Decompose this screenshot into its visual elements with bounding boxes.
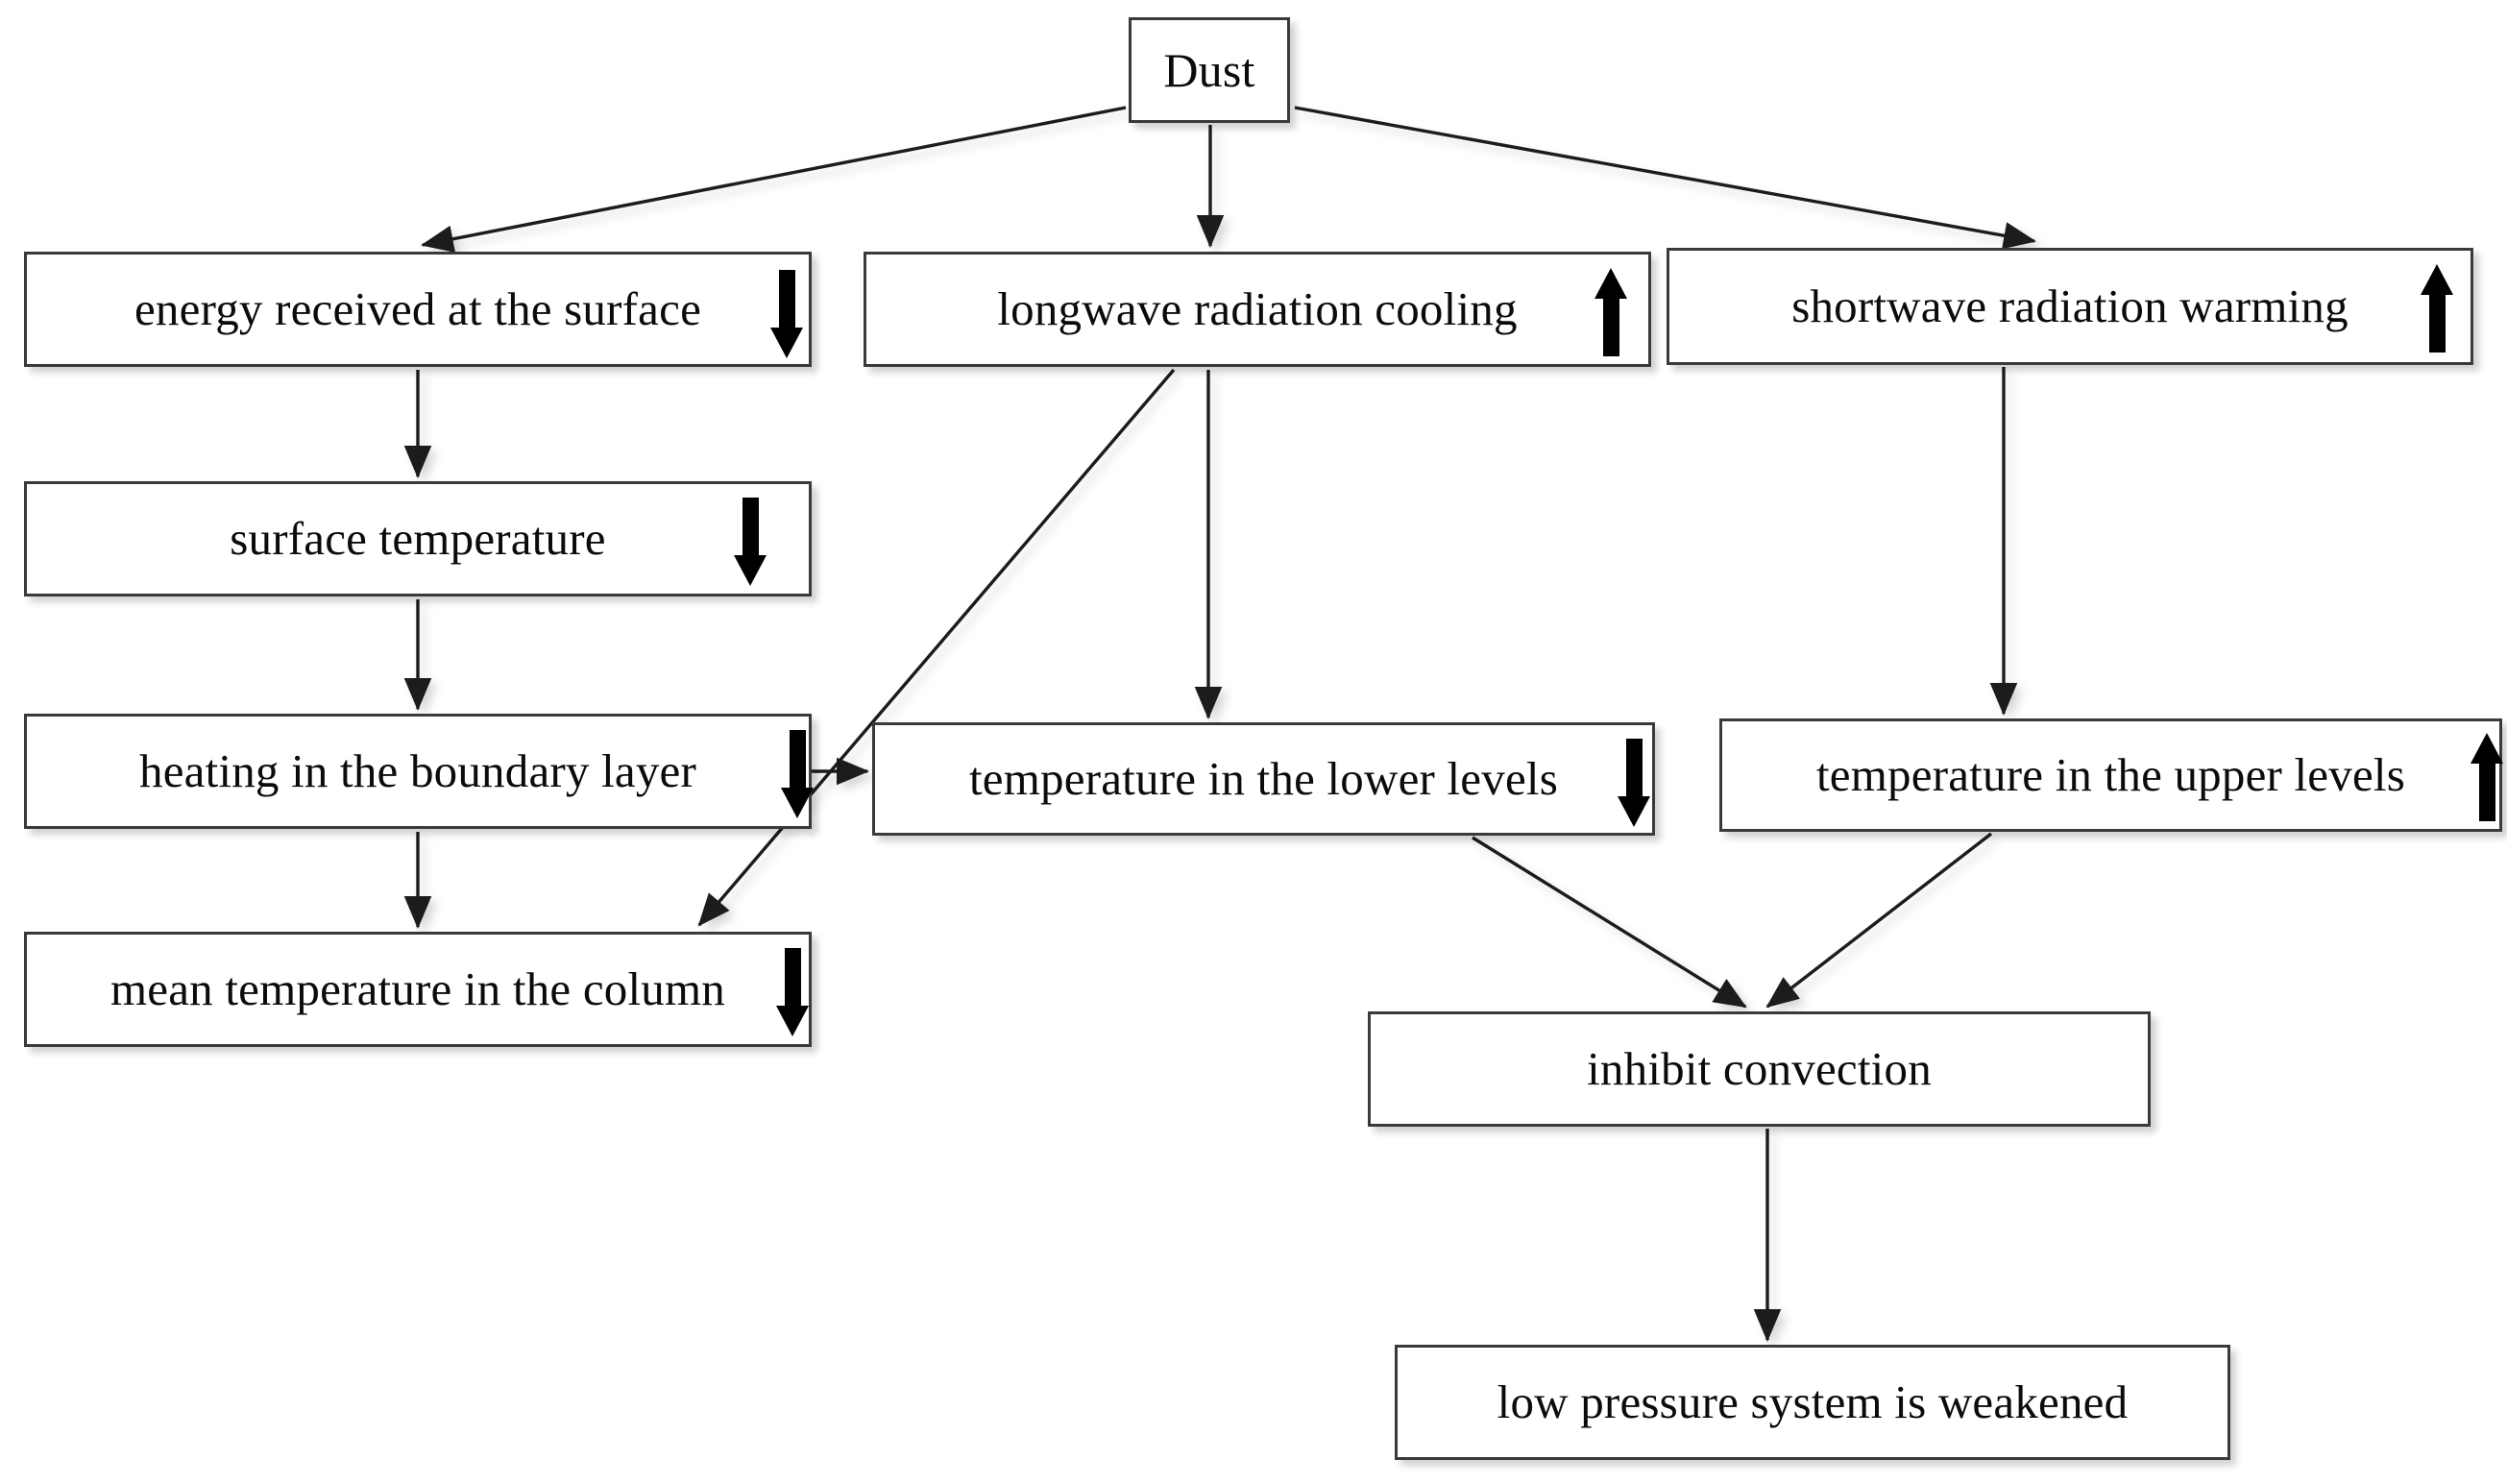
trend-down-icon bbox=[1618, 739, 1650, 827]
node-energy-received-at-the-surface[interactable]: energy received at the surface bbox=[24, 252, 812, 367]
node-energy-label: energy received at the surface bbox=[134, 282, 702, 336]
edge-upperlevels-to-inhibit bbox=[1765, 832, 1993, 1009]
node-dust[interactable]: Dust bbox=[1129, 17, 1290, 123]
node-inhibit-label: inhibit convection bbox=[1587, 1042, 1932, 1096]
node-low-pressure-system-is-weakened[interactable]: low pressure system is weakened bbox=[1395, 1345, 2230, 1460]
node-boundary-label: heating in the boundary layer bbox=[139, 744, 696, 798]
node-heating-in-the-boundary-layer[interactable]: heating in the boundary layer bbox=[24, 714, 814, 829]
node-lowerlevels-label: temperature in the lower levels bbox=[968, 752, 1558, 806]
trend-down-icon bbox=[776, 948, 809, 1036]
node-longwave-radiation-cooling[interactable]: longwave radiation cooling bbox=[864, 252, 1651, 367]
edge-dust-to-shortwave bbox=[1294, 106, 2037, 250]
node-mean-temperature-in-the-column[interactable]: mean temperature in the column bbox=[24, 932, 812, 1047]
trend-down-icon bbox=[770, 270, 803, 358]
edge-lowerlevels-to-inhibit bbox=[1472, 836, 1747, 1009]
node-surface-temperature[interactable]: surface temperature bbox=[24, 481, 812, 596]
trend-up-icon bbox=[1594, 268, 1627, 356]
node-meantemp-label: mean temperature in the column bbox=[110, 962, 726, 1016]
node-temperature-in-the-upper-levels[interactable]: temperature in the upper levels bbox=[1719, 718, 2503, 832]
node-shortwave-radiation-warming[interactable]: shortwave radiation warming bbox=[1667, 248, 2473, 365]
trend-down-icon bbox=[781, 730, 814, 818]
node-shortwave-label: shortwave radiation warming bbox=[1791, 280, 2349, 333]
node-dust-label: Dust bbox=[1163, 42, 1255, 97]
node-longwave-label: longwave radiation cooling bbox=[997, 282, 1518, 336]
trend-up-icon bbox=[2421, 264, 2453, 353]
node-temperature-in-the-lower-levels[interactable]: temperature in the lower levels bbox=[872, 722, 1655, 836]
trend-down-icon bbox=[734, 498, 767, 586]
edge-dust-to-energy bbox=[420, 106, 1127, 253]
trend-up-icon bbox=[2470, 733, 2503, 821]
edge-longwave-to-meantemp bbox=[697, 368, 1176, 927]
node-inhibit-convection[interactable]: inhibit convection bbox=[1368, 1011, 2151, 1127]
node-surfacetemp-label: surface temperature bbox=[230, 512, 606, 566]
node-upperlevels-label: temperature in the upper levels bbox=[1815, 748, 2405, 802]
node-lowpressure-label: low pressure system is weakened bbox=[1497, 1375, 2129, 1429]
